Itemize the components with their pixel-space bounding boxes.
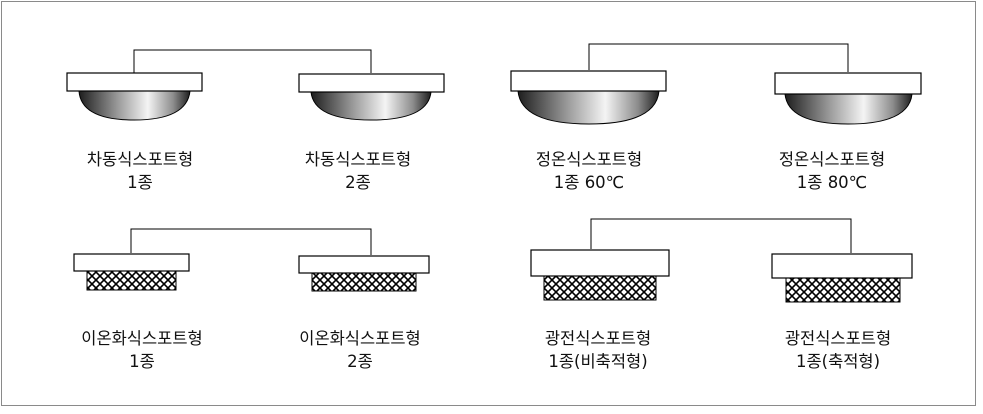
detector-label: 광전식스포트형 1종(비축적형) [498, 327, 698, 373]
detector-name: 차동식스포트형 [304, 150, 412, 169]
detector-type: 2종 [345, 173, 371, 192]
detector-type: 1종 [127, 173, 153, 192]
detector-label: 정온식스포트형 1종 80℃ [732, 148, 932, 194]
detector-label: 정온식스포트형 1종 60℃ [489, 148, 689, 194]
connector-photoelectric [590, 218, 852, 253]
heat-detector-icon [510, 70, 667, 125]
detector-name: 이온화식스포트형 [81, 329, 203, 348]
detector-name: 정온식스포트형 [535, 150, 643, 169]
smoke-detector-icon [73, 253, 190, 291]
smoke-detector-icon [530, 249, 670, 301]
detector-type: 2종 [347, 352, 373, 371]
detector-label: 이온화식스포트형 2종 [260, 327, 460, 373]
heat-detector-icon [298, 73, 445, 121]
detector-type: 1종(축적형) [795, 352, 881, 371]
diagram-frame [1, 1, 976, 406]
detector-label: 차동식스포트형 2종 [258, 148, 458, 194]
detector-type: 1종 [129, 352, 155, 371]
detector-label: 이온화식스포트형 1종 [42, 327, 242, 373]
smoke-detector-icon [298, 255, 430, 292]
detector-name: 차동식스포트형 [86, 150, 194, 169]
detector-type: 1종(비축적형) [548, 352, 648, 371]
smoke-detector-icon [771, 253, 913, 303]
detector-label: 광전식스포트형 1종(축적형) [738, 327, 938, 373]
detector-type: 1종 80℃ [796, 173, 868, 192]
connector-heat-fixed [588, 43, 849, 72]
detector-name: 광전식스포트형 [784, 329, 892, 348]
detector-name: 광전식스포트형 [544, 329, 652, 348]
heat-detector-icon [774, 72, 922, 125]
detector-type: 1종 60℃ [553, 173, 625, 192]
connector-ionization [130, 228, 372, 255]
heat-detector-icon [66, 72, 203, 121]
detector-label: 차동식스포트형 1종 [40, 148, 240, 194]
detector-name: 정온식스포트형 [778, 150, 886, 169]
connector-heat-differential [133, 49, 372, 73]
detector-name: 이온화식스포트형 [299, 329, 421, 348]
